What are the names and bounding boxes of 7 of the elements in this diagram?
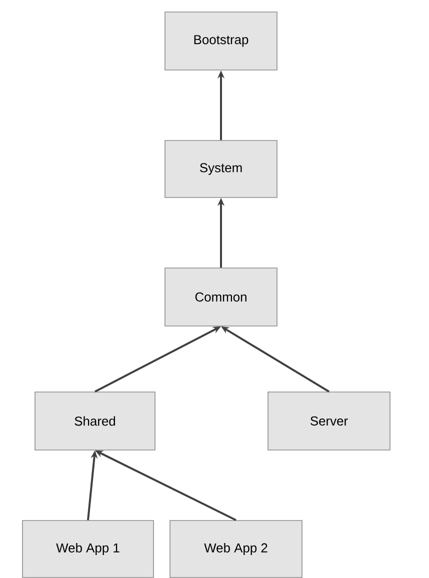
class-loader-box: Server: [268, 392, 390, 450]
class-loader-box: System: [164, 140, 278, 198]
class-loader-box: Common: [164, 268, 278, 326]
class-loader-box: Web App 2: [170, 520, 302, 578]
class-loader-box: Bootstrap: [164, 12, 278, 70]
class-loader-box: Shared: [34, 392, 156, 450]
class-loader-box: Web App 1: [22, 520, 154, 578]
